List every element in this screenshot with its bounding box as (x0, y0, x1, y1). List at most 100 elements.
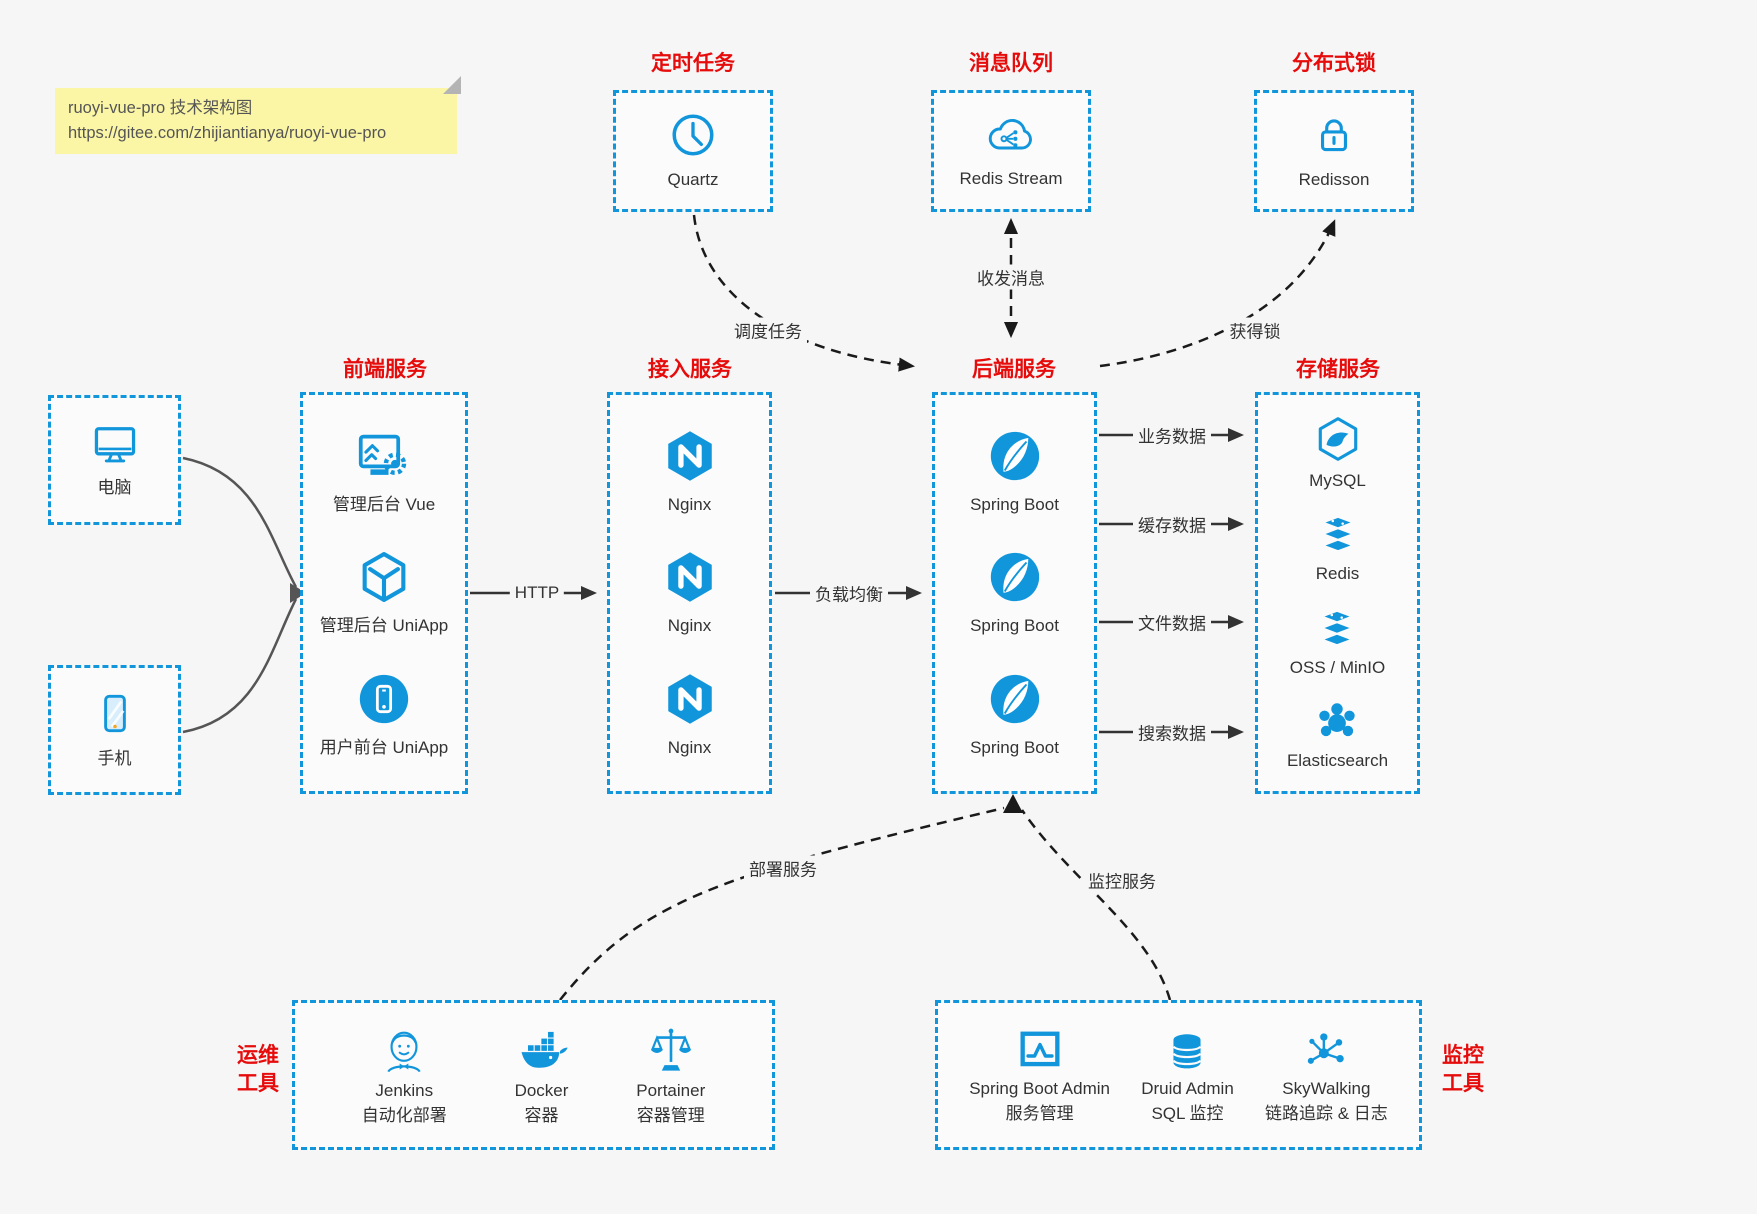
node-label: 管理后台 Vue (332, 495, 436, 515)
frontend-services-box: 管理后台 Vue 管理后台 UniApp 用户前台 UniApp (300, 392, 468, 794)
edge-label-mq: 收发消息 (972, 264, 1050, 290)
node-sublabel: 自动化部署 (361, 1105, 447, 1125)
node-admin-uniapp: 管理后台 UniApp (320, 548, 448, 637)
node-label: MySQL (1309, 471, 1366, 491)
node-sublabel: 服务管理 (1005, 1103, 1074, 1123)
redis-stack-icon (1321, 516, 1354, 553)
quartz-box: Quartz (613, 90, 773, 212)
node-springboot-3: Spring Boot (970, 670, 1059, 759)
node-label: Portainer (636, 1080, 706, 1100)
node-label: Nginx (667, 616, 712, 636)
mobile-client-box: 手机 (48, 665, 181, 795)
edge-label-http: HTTP (509, 583, 565, 603)
node-label: Nginx (667, 495, 712, 515)
spring-icon (990, 432, 1039, 481)
edge-pc-to-frontend (182, 456, 298, 588)
node-label: Druid Admin (1141, 1078, 1234, 1098)
node-label: Jenkins (375, 1080, 434, 1100)
edge-schedule (692, 214, 916, 372)
nginx-icon (667, 431, 712, 481)
node-label: Spring Boot (970, 616, 1059, 636)
pc-client-box: 电脑 (48, 395, 181, 525)
node-label: Spring Boot (970, 495, 1059, 515)
edge-label-deploy: 部署服务 (744, 855, 822, 881)
storage-services-box: MySQL Redis (1255, 392, 1420, 794)
clock-icon (672, 114, 714, 156)
user-app-icon (359, 674, 409, 723)
node-label: 手机 (97, 749, 132, 769)
node-portainer: Portainer 容器管理 (636, 1024, 705, 1126)
node-elasticsearch: Elasticsearch (1287, 698, 1388, 772)
monitoring-tools-title-line2: 工具 (1442, 1072, 1484, 1095)
lock-icon (1320, 119, 1348, 152)
node-mobile: 手机 (90, 689, 140, 770)
spring-icon (990, 674, 1039, 723)
node-user-uniapp: 用户前台 UniApp (320, 670, 448, 759)
node-label: 管理后台 UniApp (319, 616, 449, 636)
node-springboot-1: Spring Boot (970, 427, 1059, 516)
portainer-icon (650, 1028, 691, 1071)
edge-label-load-balance: 负载均衡 (810, 580, 888, 606)
edge-label-lock: 获得锁 (1224, 317, 1286, 343)
edge-lock (1099, 219, 1336, 368)
node-oss-minio: OSS / MinIO (1290, 605, 1385, 679)
node-druid-admin: Druid Admin SQL 监控 (1141, 1026, 1234, 1124)
uniapp-cube-icon (362, 552, 406, 603)
jenkins-icon (387, 1031, 421, 1073)
node-label: Quartz (667, 170, 719, 190)
monitoring-tools-title-line1: 监控 (1442, 1044, 1484, 1067)
edge-monitor (1020, 809, 1172, 1001)
edge-tools-arrowhead (1003, 794, 1023, 813)
ops-tools-title-line2: 工具 (237, 1072, 279, 1095)
title-message-queue: 消息队列 (969, 52, 1053, 75)
nginx-icon (667, 552, 712, 603)
monitoring-tools-title: 监控 工具 (1437, 1042, 1489, 1098)
node-label: Redisson (1298, 170, 1370, 190)
monitoring-tools-box: Spring Boot Admin 服务管理 Druid Admin SQL 监… (935, 1000, 1422, 1150)
node-docker: Docker 容器 (514, 1024, 570, 1126)
cloud-mq-icon (988, 119, 1032, 150)
title-access-services: 接入服务 (648, 358, 732, 381)
node-label: Elasticsearch (1286, 750, 1389, 770)
edge-mobile-to-frontend (182, 598, 298, 734)
node-sublabel: 容器管理 (636, 1105, 705, 1125)
node-sublabel: 链路追踪 & 日志 (1264, 1103, 1388, 1123)
note-url: https://gitee.com/zhijiantianya/ruoyi-vu… (68, 124, 387, 142)
ops-tools-title: 运维 工具 (232, 1042, 284, 1098)
druid-icon (1173, 1034, 1202, 1069)
node-nginx-3: Nginx (661, 670, 719, 759)
note-title: ruoyi-vue-pro 技术架构图 (68, 99, 253, 117)
node-skywalking: SkyWalking 链路追踪 & 日志 (1265, 1026, 1388, 1124)
node-label: 电脑 (97, 478, 132, 498)
spring-icon (990, 553, 1039, 602)
skywalking-icon (1308, 1033, 1345, 1064)
edge-label-search-data: 搜索数据 (1133, 719, 1211, 745)
title-distributed-lock: 分布式锁 (1292, 52, 1376, 75)
node-pc: 电脑 (88, 420, 142, 499)
node-springboot-2: Spring Boot (970, 548, 1059, 637)
node-redis: Redis (1313, 511, 1363, 585)
mobile-icon (103, 695, 126, 733)
edge-label-cache-data: 缓存数据 (1133, 511, 1211, 537)
nginx-icon (667, 673, 712, 724)
access-services-box: Nginx Nginx Nginx (607, 392, 772, 794)
redisson-box: Redisson (1254, 90, 1414, 212)
springboot-admin-icon (1020, 1031, 1060, 1066)
node-label: OSS / MinIO (1289, 657, 1386, 677)
edge-label-business-data: 业务数据 (1133, 422, 1211, 448)
node-jenkins: Jenkins 自动化部署 (362, 1024, 447, 1126)
sticky-note: ruoyi-vue-pro 技术架构图 https://gitee.com/zh… (55, 76, 461, 154)
node-quartz: Quartz (667, 110, 719, 191)
node-nginx-2: Nginx (661, 548, 719, 637)
edge-clients-arrowhead (290, 583, 306, 603)
edge-deploy (559, 806, 1005, 1001)
node-sublabel: 容器 (524, 1105, 559, 1125)
node-mysql: MySQL (1309, 414, 1366, 492)
node-springboot-admin: Spring Boot Admin 服务管理 (969, 1026, 1110, 1124)
node-label: Spring Boot (970, 737, 1059, 757)
node-label: Nginx (667, 737, 712, 757)
node-nginx-1: Nginx (661, 427, 719, 516)
node-label: SkyWalking (1282, 1078, 1371, 1098)
